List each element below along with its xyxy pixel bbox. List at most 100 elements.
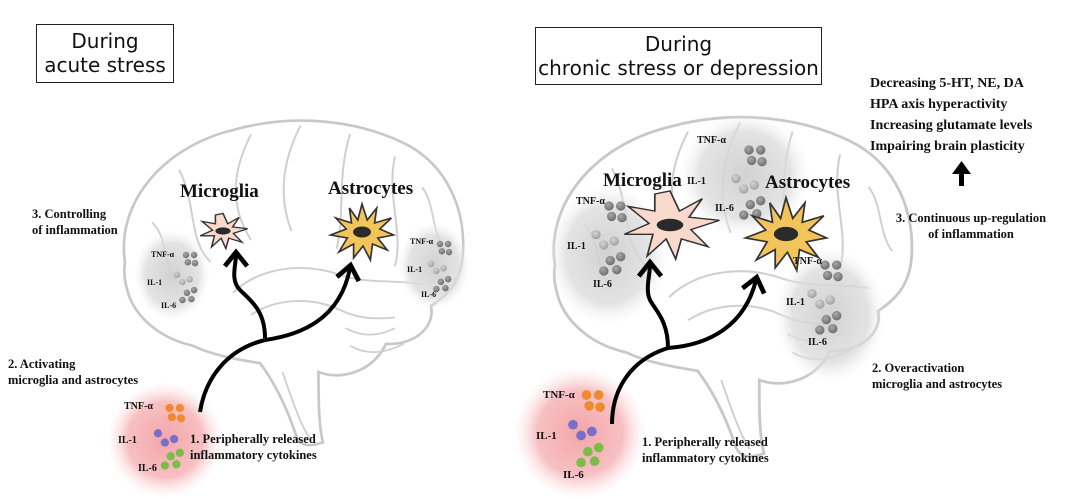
cytokine-dot — [186, 276, 193, 283]
cytokine-dot — [440, 265, 447, 272]
cytokine-dot — [175, 448, 184, 457]
effect-monoamines: Decreasing 5-HT, NE, DA — [870, 76, 1024, 91]
chronic-title-box: During chronic stress or depression — [535, 27, 822, 85]
acute-step2-line1: 2. Activating — [8, 357, 76, 371]
cytokine-dot — [190, 286, 198, 294]
cytokine-dot — [167, 413, 176, 422]
chronic-arrow-to-astrocytes — [667, 273, 767, 350]
acute-arrow-to-microglia — [222, 248, 267, 339]
cytokine-dot — [442, 284, 449, 292]
cytokine-dot — [438, 247, 446, 255]
cytokine-dot — [175, 403, 184, 413]
chronic-step1-line1: 1. Peripherally released — [642, 435, 768, 449]
cytokine-dot — [433, 267, 440, 275]
cytokine-dot — [182, 251, 190, 259]
cytokine-dot — [576, 457, 586, 468]
astrocyte-nucleus — [773, 226, 799, 242]
chronic-step3-label: 3. Continuous up-regulation of inflammat… — [876, 210, 1066, 242]
astrocyte-nucleus — [353, 226, 371, 238]
cytokine-dot — [173, 271, 181, 279]
chronic-frontal-il6-label: IL-6 — [593, 279, 612, 290]
cytokine-dot — [599, 266, 609, 276]
chronic-arrow-trunk — [610, 346, 669, 425]
cytokine-dot — [612, 265, 622, 275]
cytokine-dot — [165, 403, 174, 413]
cytokine-dot — [820, 260, 830, 270]
chronic-step1-line2: inflammatory cytokines — [642, 451, 769, 465]
chronic-periph-il6-label: IL-6 — [563, 469, 584, 481]
cytokine-dot — [587, 426, 597, 437]
chronic-occipital-il1-label: IL-1 — [786, 297, 805, 308]
cytokine-dot — [756, 196, 766, 206]
cytokine-dot — [437, 278, 445, 286]
chronic-title-line1: During — [644, 32, 713, 56]
acute-title-line2: acute stress — [44, 53, 166, 77]
cytokine-dot — [828, 324, 838, 334]
cytokine-dot — [617, 213, 627, 223]
cytokine-dot — [593, 390, 604, 400]
cytokine-dot — [815, 325, 825, 335]
cytokine-dot — [739, 210, 749, 220]
acute-peripheral-cytokine-dots — [153, 403, 186, 470]
cytokine-dot — [176, 414, 186, 423]
chronic-frontal-tnf-label: TNF-α — [576, 196, 605, 207]
chronic-step2-line2: microglia and astrocytes — [872, 377, 1003, 391]
cytokine-dot — [582, 446, 593, 457]
chronic-microglia-cell — [623, 189, 721, 261]
cytokine-dot — [616, 201, 626, 211]
cytokine-dot — [604, 201, 614, 211]
chronic-brain-cytokine-dots — [591, 145, 843, 335]
cytokine-dot — [825, 295, 835, 305]
cytokine-dot — [160, 438, 170, 447]
acute-frontal-tnf-label: TNF-α — [151, 250, 175, 259]
cytokine-dot — [833, 272, 843, 282]
chronic-occipital-tnf-label: TNF-α — [793, 256, 822, 267]
cytokine-dot — [595, 402, 605, 413]
cytokine-dot — [815, 299, 825, 309]
cytokine-dot — [183, 289, 191, 297]
acute-periph-il6-label: IL-6 — [138, 463, 157, 474]
cytokine-dot — [436, 240, 444, 248]
cytokine-dot — [166, 452, 175, 461]
chronic-effects-list: Decreasing 5-HT, NE, DA HPA axis hyperac… — [870, 73, 1032, 157]
cytokine-dot — [731, 173, 741, 184]
cytokine-dot — [756, 145, 766, 155]
chronic-microglia-label: Microglia — [603, 170, 682, 191]
cytokine-dot — [179, 296, 186, 304]
chronic-arrow-to-microglia — [636, 258, 670, 349]
acute-step3-line1: 3. Controlling — [32, 207, 107, 221]
acute-occipital-tnf-label: TNF-α — [410, 237, 434, 246]
cytokine-dot — [160, 461, 170, 470]
acute-step3-label: 3. Controlling of inflammation — [32, 206, 118, 238]
acute-occipital-il6-label: IL-6 — [421, 290, 437, 299]
acute-occipital-cytokine-dots — [427, 240, 453, 293]
cytokine-dot — [832, 260, 842, 270]
chronic-occipital-inflammation — [775, 247, 885, 383]
acute-occipital-il1-label: IL-1 — [407, 265, 423, 274]
acute-title-box: During acute stress — [36, 24, 174, 83]
cytokine-dot — [746, 155, 757, 166]
acute-step1-line2: inflammatory cytokines — [190, 448, 317, 462]
acute-microglia-label: Microglia — [180, 181, 259, 202]
acute-step2-label: 2. Activating microglia and astrocytes — [8, 356, 138, 388]
cytokine-dot — [445, 248, 453, 256]
up-arrow-icon — [952, 161, 971, 186]
acute-microglia-cell — [199, 212, 249, 250]
cytokine-dot — [179, 278, 186, 286]
chronic-step2-line1: 2. Overactivation — [872, 361, 965, 375]
microglia-nucleus — [656, 218, 684, 232]
cytokine-dot — [745, 199, 755, 210]
acute-step1-label: 1. Peripherally released inflammatory cy… — [190, 431, 317, 463]
cytokine-dot — [593, 442, 604, 453]
chronic-parietal-tnf-label: TNF-α — [697, 135, 726, 146]
chronic-frontal-il1-label: IL-1 — [567, 241, 586, 252]
acute-step1-line1: 1. Peripherally released — [190, 432, 316, 446]
chronic-periph-il1-label: IL-1 — [536, 430, 557, 442]
acute-periph-tnf-label: TNF-α — [124, 401, 153, 412]
effect-glutamate: Increasing glutamate levels — [870, 118, 1033, 133]
acute-frontal-il6-label: IL-6 — [161, 301, 177, 310]
chronic-parietal-il1-label: IL-1 — [687, 176, 706, 187]
cytokine-dot — [832, 311, 842, 321]
cytokine-dot — [739, 184, 749, 194]
